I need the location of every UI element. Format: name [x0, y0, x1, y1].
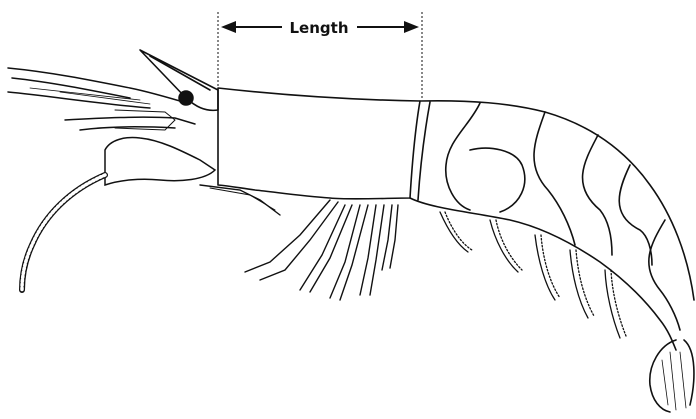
tail-fan-left [650, 340, 676, 412]
leg-1-inner [260, 202, 338, 280]
antenna-flagellum [22, 175, 105, 290]
swimmeret-5 [605, 270, 620, 338]
leg-4-inner [370, 205, 384, 295]
segment-2-pleura [470, 148, 525, 212]
swimmerets [440, 212, 626, 338]
segment-4 [583, 135, 612, 255]
right-arrowhead [404, 21, 419, 33]
leg-4 [360, 205, 376, 295]
eye [179, 91, 193, 105]
walking-legs [200, 185, 398, 300]
antenna-segments [22, 175, 105, 290]
segment-1 [418, 102, 430, 200]
tail-fan-right [684, 340, 694, 405]
swimmeret-1 [440, 212, 468, 252]
left-arrowhead [221, 21, 236, 33]
leg-1 [245, 200, 330, 272]
swimmeret-3-bristles [541, 235, 560, 298]
swimmeret-2 [490, 220, 518, 272]
length-label: Length [290, 19, 349, 37]
segment-3 [534, 112, 575, 245]
antennae [8, 68, 215, 290]
carapace [218, 88, 420, 199]
swimmeret-4 [570, 250, 588, 318]
swimmeret-4-bristles [576, 250, 594, 316]
leg-3-inner [340, 205, 368, 300]
shrimp-body [140, 50, 694, 412]
antennal-scale [65, 117, 195, 124]
antennal-base [105, 138, 215, 186]
leg-5 [382, 205, 392, 270]
swimmeret-3 [535, 235, 555, 300]
maxilliped-1 [200, 185, 280, 215]
tail-fan-rays [662, 352, 686, 410]
segment-2 [446, 103, 480, 210]
segment-6 [649, 220, 680, 330]
leg-2-inner [310, 205, 352, 292]
rostrum-ridge [150, 56, 210, 90]
